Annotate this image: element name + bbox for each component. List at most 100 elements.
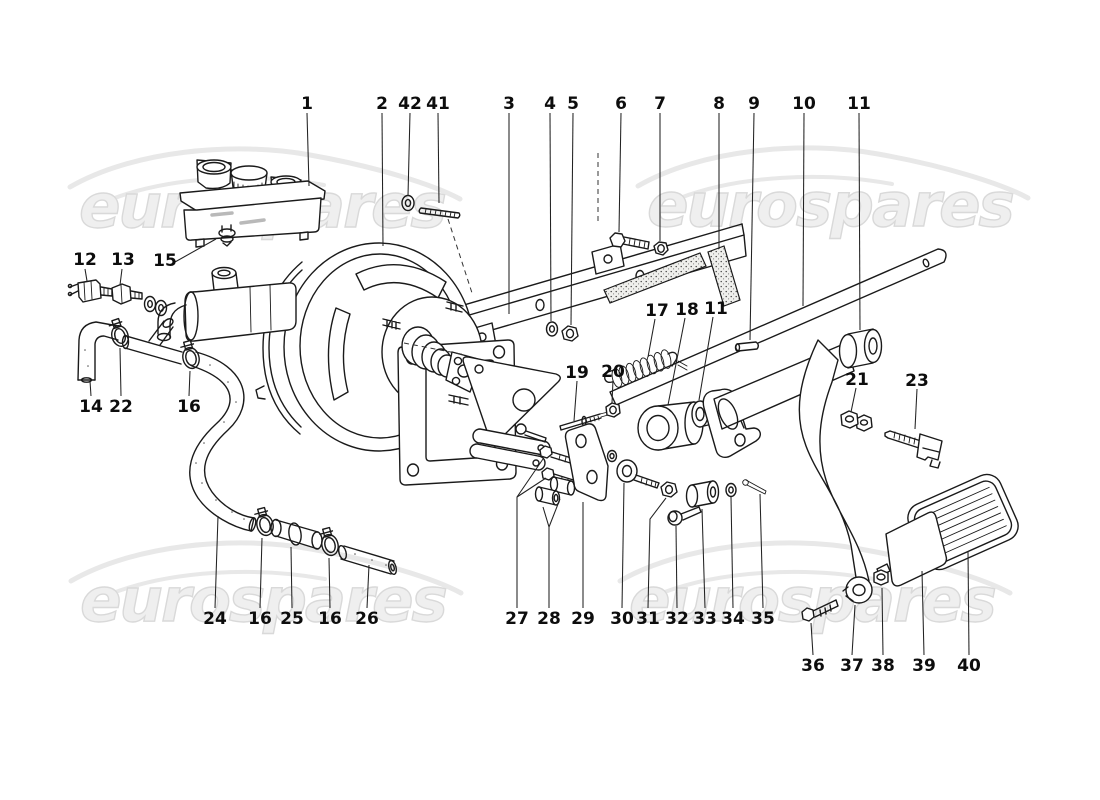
fluid-switch-drawing (67, 279, 113, 303)
callout-18: 18 (667, 300, 699, 406)
callout-31: 31 (636, 497, 667, 629)
callout-number: 16 (318, 609, 342, 629)
callout-33: 33 (693, 508, 717, 629)
callout-number: 31 (636, 609, 660, 629)
callout-number: 6 (615, 94, 627, 114)
callout-15: 15 (153, 238, 217, 271)
callout-number: 3 (503, 94, 515, 114)
callout-number: 4 (544, 94, 556, 114)
callout-number: 41 (426, 94, 450, 114)
callout-leader-line (259, 537, 263, 609)
callout-number: 16 (177, 397, 201, 417)
eye-bolt-30 (616, 459, 660, 489)
callout-17: 17 (645, 301, 669, 358)
callout-number: 17 (645, 301, 669, 321)
callout-20: 20 (601, 362, 625, 404)
stop-nuts-drawing (840, 410, 873, 432)
hoses-drawing (77, 317, 398, 576)
cotter-pin-35 (742, 479, 767, 495)
callout-number: 30 (610, 609, 634, 629)
callout-leader-line (730, 496, 734, 609)
callout-number: 26 (355, 609, 379, 629)
bushing-33 (685, 480, 720, 508)
callout-number: 35 (751, 609, 775, 629)
callout-23: 23 (905, 371, 929, 430)
nut-31 (660, 481, 678, 498)
shaft-sleeve-drawing (838, 328, 883, 369)
callout-number: 40 (957, 656, 981, 676)
callout-11: 11 (847, 94, 871, 331)
callout-leader-line (89, 380, 92, 397)
callout-2: 2 (376, 94, 388, 247)
callout-leader-line (573, 380, 578, 422)
callout-13: 13 (111, 250, 135, 286)
pedal-bracket-drawing (876, 511, 948, 587)
callout-28: 28 (537, 498, 561, 629)
callout-number: 34 (721, 609, 745, 629)
callout-16: 16 (248, 537, 272, 629)
callout-number: 21 (845, 370, 869, 390)
callout-leader-line (381, 112, 384, 247)
hose-26 (337, 544, 398, 576)
callout-27: 27 (505, 458, 547, 629)
callout-leader-line (366, 564, 370, 609)
frame-bolt-drawing (609, 232, 650, 250)
callout-leader-line (647, 318, 656, 358)
callout-number: 1 (301, 94, 313, 114)
callout-number: 28 (537, 609, 561, 629)
callout-14: 14 (79, 380, 103, 417)
callout-number: 25 (280, 609, 304, 629)
callout-number: 32 (665, 609, 689, 629)
callout-leader-line (967, 550, 970, 656)
watermark-text: eurospares (629, 565, 995, 636)
callout-number: 10 (792, 94, 816, 114)
callout-leader-line (214, 515, 219, 609)
callout-leader-line (119, 347, 122, 397)
frame-nut-drawing (653, 241, 669, 256)
washer-small (606, 449, 618, 463)
callout-leader-line (851, 604, 856, 656)
callout-number: 8 (713, 94, 725, 114)
callout-1: 1 (301, 94, 313, 187)
callout-leader-line (858, 112, 861, 331)
callout-10: 10 (792, 94, 816, 307)
callout-leader-line (675, 525, 678, 609)
hose-clamp-16a (180, 339, 200, 370)
callout-leader-line (407, 112, 411, 197)
return-spring-drawing (604, 349, 688, 388)
fitting-nut-drawing (111, 283, 143, 305)
callout-number: 36 (801, 656, 825, 676)
booster-studs-drawing (382, 301, 469, 406)
callout-9: 9 (748, 94, 760, 341)
reservoir-outlet-drawing (218, 224, 236, 247)
callout-39: 39 (912, 570, 936, 676)
pin-drawing (734, 341, 759, 352)
callout-30: 30 (610, 482, 634, 629)
callout-8: 8 (713, 94, 725, 249)
linkage-fasteners-drawing (515, 423, 767, 526)
callout-26: 26 (355, 564, 379, 629)
callout-number: 12 (73, 250, 97, 270)
callout-leader-line (570, 112, 574, 326)
bracket-arm-drawing (462, 356, 561, 471)
callout-leader-line (119, 268, 123, 286)
callout-number: 11 (847, 94, 871, 114)
callout-leader-line (667, 317, 686, 406)
callout-number: 22 (109, 397, 133, 417)
callout-34: 34 (721, 496, 745, 629)
callout-leader-line (328, 557, 331, 609)
callout-leader-line (921, 570, 925, 656)
callout-leader-line (290, 546, 293, 609)
callout-38: 38 (871, 587, 895, 676)
callout-16: 16 (177, 370, 201, 417)
callout-number: 2 (376, 94, 388, 114)
callout-leader-line (188, 370, 191, 397)
washer-4-drawing (545, 321, 559, 337)
callout-leader-line (701, 508, 706, 609)
callout-3: 3 (503, 94, 515, 314)
nut-5-drawing (561, 325, 579, 342)
callout-29: 29 (571, 502, 595, 629)
callout-leader-line (549, 112, 552, 322)
callout-42: 42 (398, 94, 422, 197)
